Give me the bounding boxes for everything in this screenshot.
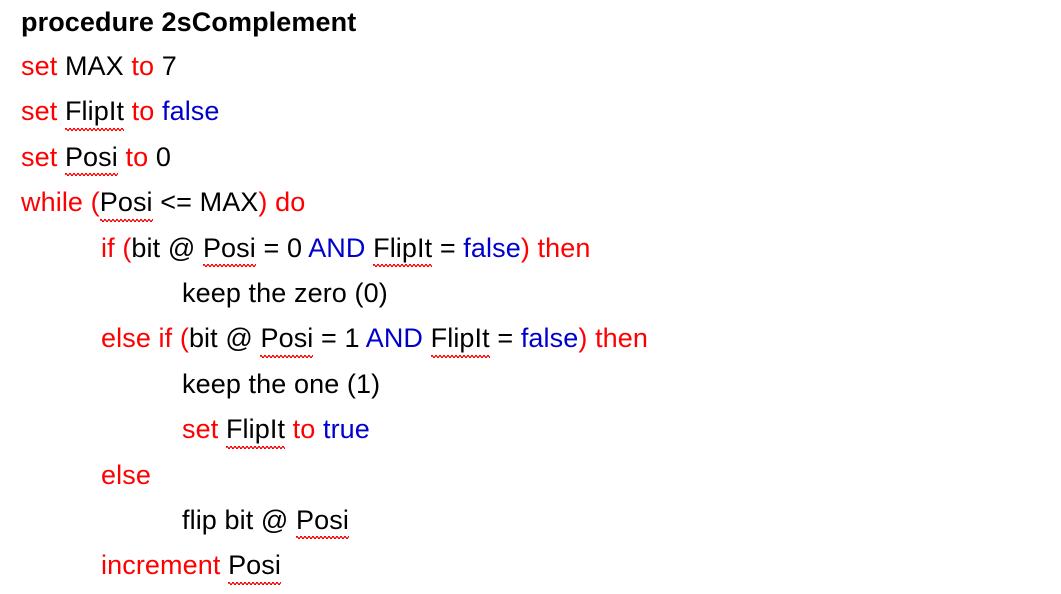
code-token-plain xyxy=(315,414,323,444)
code-token-keyword: set xyxy=(21,141,58,172)
code-token-plain xyxy=(366,233,374,263)
code-token-keyword: set xyxy=(182,414,219,445)
code-token-misspelled: Posi xyxy=(296,498,349,543)
code-token-literal: AND xyxy=(365,323,424,354)
code-token-identifier: flip bit @ xyxy=(182,504,297,535)
code-token-identifier: keep the one (1) xyxy=(182,368,381,399)
code-token-keyword: to xyxy=(131,51,155,81)
line-set-max: set MAX to 7 xyxy=(0,44,1061,89)
code-token-plain xyxy=(218,414,226,444)
line-if-zero: if (bit @ Posi = 0 AND FlipIt = false) t… xyxy=(0,226,1061,271)
code-token-identifier: = 0 xyxy=(255,232,309,263)
code-token-identifier: MAX xyxy=(64,51,124,81)
code-token-plain xyxy=(285,414,293,444)
code-token-keyword: to xyxy=(125,141,149,172)
code-token-keyword: set xyxy=(21,96,58,127)
code-token-identifier: = 1 xyxy=(313,323,366,354)
code-token-plain xyxy=(587,323,595,353)
code-token-identifier: bit @ xyxy=(131,232,203,263)
code-token-plain xyxy=(148,142,156,172)
code-token-keyword: to xyxy=(292,414,316,445)
line-keep-one: keep the one (1) xyxy=(0,362,1061,407)
code-token-plain xyxy=(423,323,431,353)
line-procedure-header: procedure 2sComplement xyxy=(0,0,1061,44)
code-token-identifier: 7 xyxy=(161,51,177,81)
code-token-literal: false xyxy=(161,96,220,127)
code-token-keyword: then xyxy=(595,323,649,354)
code-token-plain xyxy=(154,51,162,81)
code-token-keyword: if xyxy=(101,232,115,263)
line-else: else xyxy=(0,453,1061,498)
code-token-title: procedure 2sComplement xyxy=(21,7,357,37)
line-increment-posi: increment Posi xyxy=(0,543,1061,588)
code-token-identifier: <= MAX xyxy=(152,187,259,218)
code-token-misspelled: Posi xyxy=(260,316,314,361)
code-token-misspelled: FlipIt xyxy=(373,226,433,271)
code-token-plain xyxy=(172,323,180,353)
code-token-keyword: else if xyxy=(101,323,173,354)
code-token-literal: false xyxy=(463,232,521,263)
code-token-plain xyxy=(268,187,276,217)
code-token-misspelled: Posi xyxy=(64,135,118,180)
code-token-plain xyxy=(57,51,65,81)
code-token-literal: true xyxy=(322,414,370,445)
code-token-misspelled: Posi xyxy=(228,543,281,588)
code-token-identifier: bit @ xyxy=(188,323,261,354)
code-token-identifier: = xyxy=(432,232,464,263)
code-token-keyword: ) xyxy=(258,187,268,218)
line-keep-zero: keep the zero (0) xyxy=(0,271,1061,316)
code-token-misspelled: Posi xyxy=(202,226,256,271)
code-token-plain xyxy=(220,550,228,580)
line-flip-bit: flip bit @ Posi xyxy=(0,498,1061,543)
line-while-loop: while (Posi <= MAX) do xyxy=(0,180,1061,225)
code-token-keyword: do xyxy=(275,187,306,218)
line-set-flipit-true: set FlipIt to true xyxy=(0,407,1061,452)
code-token-misspelled: FlipIt xyxy=(225,407,286,452)
code-token-keyword: while xyxy=(21,187,84,218)
code-token-misspelled: FlipIt xyxy=(430,316,490,361)
line-set-flipit-false: set FlipIt to false xyxy=(0,89,1061,134)
code-token-plain xyxy=(57,142,65,172)
code-token-keyword: then xyxy=(537,232,591,263)
code-token-keyword: set xyxy=(21,51,58,81)
code-token-keyword: ) xyxy=(520,232,530,263)
code-token-misspelled: FlipIt xyxy=(64,89,125,134)
code-token-misspelled: Posi xyxy=(99,180,153,225)
code-token-keyword: ( xyxy=(179,323,189,354)
code-token-plain xyxy=(154,96,162,126)
code-token-identifier: = xyxy=(489,323,521,354)
code-token-keyword: else xyxy=(101,459,151,490)
code-token-plain xyxy=(57,96,65,126)
code-token-keyword: ( xyxy=(122,232,132,263)
code-token-plain xyxy=(530,233,538,263)
code-token-plain xyxy=(124,96,132,126)
code-token-keyword: ) xyxy=(578,323,588,354)
code-token-literal: AND xyxy=(308,232,366,263)
line-set-posi-0: set Posi to 0 xyxy=(0,135,1061,180)
code-token-keyword: to xyxy=(131,96,155,127)
code-token-keyword: increment xyxy=(101,550,221,581)
code-token-identifier: 0 xyxy=(155,141,171,172)
code-token-identifier: keep the zero (0) xyxy=(182,277,388,308)
line-else-if-one: else if (bit @ Posi = 1 AND FlipIt = fal… xyxy=(0,316,1061,361)
code-token-plain xyxy=(83,187,91,217)
code-token-literal: false xyxy=(520,323,579,354)
code-token-keyword: ( xyxy=(90,187,100,218)
